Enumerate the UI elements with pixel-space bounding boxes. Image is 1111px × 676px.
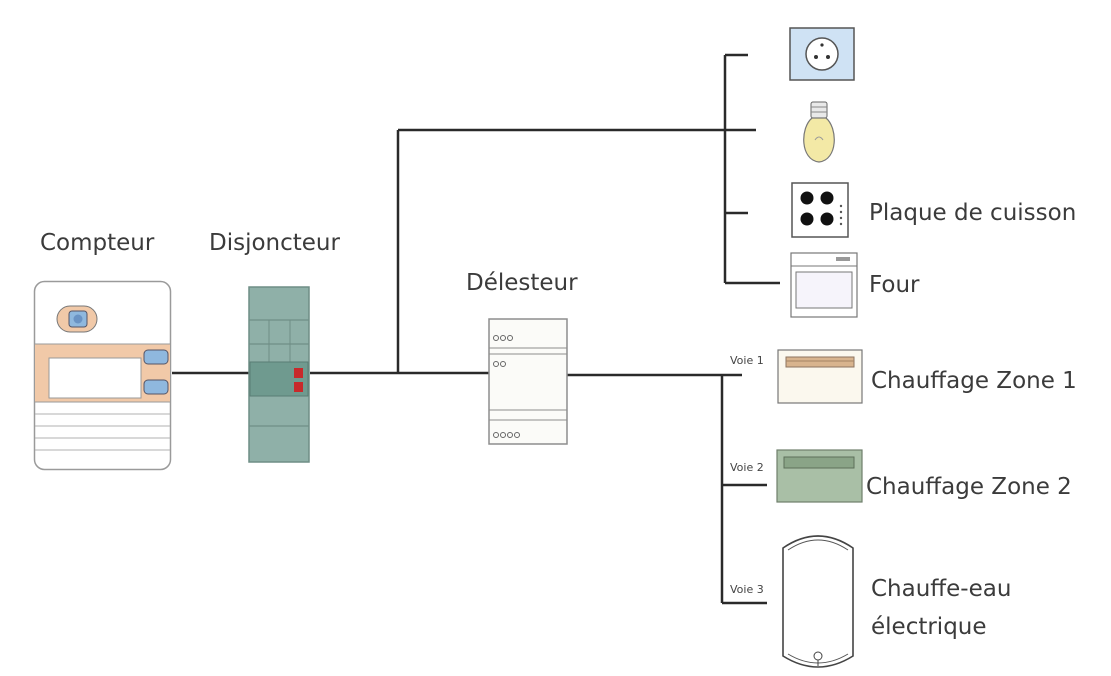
label-delesteur: Délesteur (466, 270, 578, 296)
label-chauffe-eau-line2: électrique (871, 614, 987, 640)
label-chauffe-eau-line1: Chauffe-eau (871, 576, 1012, 602)
oven-icon (790, 252, 858, 318)
load-shedder-icon (488, 318, 568, 445)
label-chauffage-1: Chauffage Zone 1 (871, 368, 1077, 394)
radiator-icon (776, 449, 863, 503)
power-socket-icon (789, 27, 855, 81)
label-four: Four (869, 272, 920, 298)
label-voie-3: Voie 3 (730, 583, 764, 596)
label-plaque: Plaque de cuisson (869, 200, 1077, 226)
circuit-breaker-icon (248, 286, 310, 463)
label-voie-2: Voie 2 (730, 461, 764, 474)
electricity-meter-icon (33, 280, 172, 471)
label-disjoncteur: Disjoncteur (209, 230, 340, 256)
label-voie-1: Voie 1 (730, 354, 764, 367)
cooking-hob-icon (791, 182, 849, 238)
label-compteur: Compteur (40, 230, 155, 256)
label-chauffage-2: Chauffage Zone 2 (866, 474, 1072, 500)
light-bulb-icon (803, 101, 835, 163)
water-heater-icon (782, 535, 854, 668)
radiator-icon (777, 349, 863, 404)
